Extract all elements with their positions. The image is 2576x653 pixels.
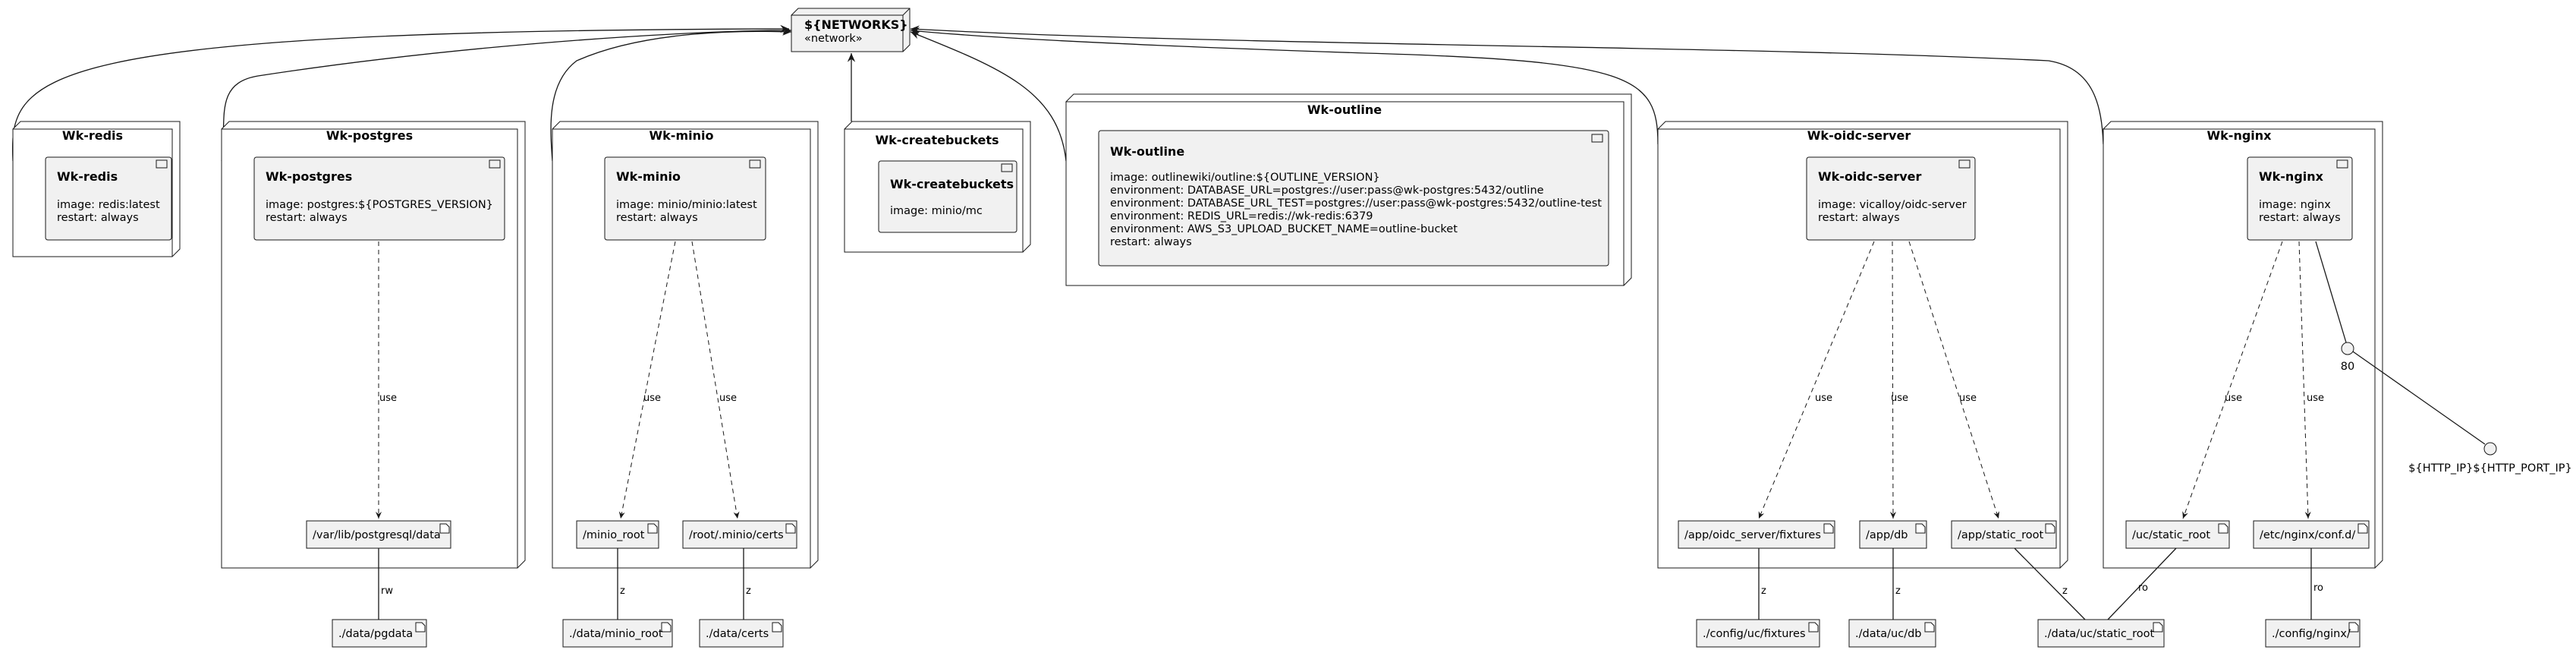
component-line: restart: always: [1818, 212, 1900, 224]
network-links: [11, 24, 2104, 162]
edge-label-z: z: [1895, 585, 1901, 597]
component-line: environment: DATABASE_URL_TEST=postgres:…: [1110, 197, 1602, 210]
port-external-label: ${HTTP_IP}${HTTP_PORT_IP}: [2408, 462, 2571, 475]
volume-label: /app/db: [1866, 529, 1908, 541]
volume-label: /var/lib/postgresql/data: [313, 529, 441, 541]
edge-label-z: z: [1761, 585, 1766, 597]
component-title: Wk-oidc-server: [1818, 169, 1922, 184]
volume-label: /app/static_root: [1958, 529, 2044, 541]
edge-label-use: use: [379, 393, 397, 404]
component-line: environment: DATABASE_URL=postgres://use…: [1110, 185, 1544, 197]
edge-label-rw: rw: [381, 585, 393, 597]
component-line: restart: always: [1110, 236, 1192, 248]
volume-label: /app/oidc_server/fixtures: [1684, 529, 1821, 541]
edge-label-ro: ro: [2138, 582, 2148, 594]
component-line: environment: AWS_S3_UPLOAD_BUCKET_NAME=o…: [1110, 223, 1458, 235]
host-path-label: ./config/nginx/: [2272, 628, 2351, 640]
node-title: Wk-minio: [650, 128, 714, 143]
node-title: Wk-createbuckets: [875, 133, 999, 147]
node-title: Wk-outline: [1307, 103, 1382, 117]
external-interface: ${HTTP_IP}${HTTP_PORT_IP}: [2352, 351, 2572, 475]
component-title: Wk-nginx: [2259, 169, 2324, 184]
host-path-label: ./data/uc/static_root: [2044, 628, 2155, 640]
component-line: restart: always: [266, 212, 348, 224]
component-line: environment: REDIS_URL=redis://wk-redis:…: [1110, 210, 1373, 222]
edge-label-use: use: [2225, 393, 2242, 404]
node-wk-redis: Wk-redis Wk-redis image: redis:latest re…: [12, 121, 181, 257]
component-title: Wk-minio: [616, 169, 681, 184]
node-wk-nginx: Wk-nginx Wk-nginx image: nginx restart: …: [2103, 121, 2383, 569]
volume-label: /uc/static_root: [2132, 529, 2210, 541]
edge-label-z: z: [746, 585, 751, 597]
edge-label-z: z: [620, 585, 625, 597]
node-wk-oidc-server: Wk-oidc-server Wk-oidc-server image: vic…: [1657, 121, 2068, 569]
edge-label-use: use: [1815, 393, 1832, 404]
network-stereotype: «network»: [804, 33, 863, 45]
node-title: Wk-postgres: [326, 128, 413, 143]
port-internal-label: 80: [2341, 361, 2354, 373]
component-line: image: outlinewiki/outline:${OUTLINE_VER…: [1110, 172, 1380, 184]
component-line: image: nginx: [2259, 199, 2331, 211]
component-line: image: redis:latest: [57, 199, 160, 211]
volume-label: /root/.minio/certs: [689, 529, 784, 541]
component-title: Wk-outline: [1110, 144, 1184, 159]
host-path-label: ./data/certs: [706, 628, 769, 640]
component-line: image: minio/minio:latest: [616, 199, 757, 211]
component-line: restart: always: [57, 212, 139, 224]
host-paths: rw ./data/pgdata z ./data/minio_root z .…: [332, 547, 2361, 648]
edge-label-use: use: [719, 393, 737, 404]
edge-label-z: z: [2062, 585, 2068, 597]
component-line: restart: always: [616, 212, 698, 224]
component-line: restart: always: [2259, 212, 2341, 224]
node-wk-postgres: Wk-postgres Wk-postgres image: postgres:…: [221, 121, 526, 569]
network-title: ${NETWORKS}: [804, 17, 908, 32]
external-port-interface: [2483, 442, 2497, 456]
network-node: ${NETWORKS} «network»: [791, 8, 911, 52]
component-line: image: vicalloy/oidc-server: [1818, 199, 1967, 211]
node-title: Wk-oidc-server: [1807, 128, 1911, 143]
node-title: Wk-nginx: [2207, 128, 2272, 143]
host-path-label: ./data/pgdata: [338, 628, 413, 640]
component-title: Wk-postgres: [266, 169, 352, 184]
component-line: image: postgres:${POSTGRES_VERSION}: [266, 199, 493, 211]
node-wk-outline: Wk-outline Wk-outline image: outlinewiki…: [1065, 93, 1632, 286]
host-path-label: ./data/uc/db: [1855, 628, 1922, 640]
component-title: Wk-redis: [57, 169, 118, 184]
volume-label: /etc/nginx/conf.d/: [2260, 529, 2355, 541]
edge-label-use: use: [2307, 393, 2324, 404]
volume-label: /minio_root: [583, 529, 645, 541]
port-80-interface: [2341, 342, 2354, 355]
host-path-label: ./data/minio_root: [569, 628, 663, 640]
node-title: Wk-redis: [62, 128, 123, 143]
node-wk-createbuckets: Wk-createbuckets Wk-createbuckets image:…: [844, 121, 1031, 253]
host-path-label: ./config/uc/fixtures: [1703, 628, 1806, 640]
edge-label-ro: ro: [2313, 582, 2323, 594]
node-wk-minio: Wk-minio Wk-minio image: minio/minio:lat…: [552, 121, 819, 569]
edge-label-use: use: [1959, 393, 1977, 404]
edge-label-use: use: [643, 393, 661, 404]
component-line: image: minio/mc: [890, 205, 983, 217]
component-title: Wk-createbuckets: [890, 177, 1014, 191]
edge-label-use: use: [1891, 393, 1908, 404]
